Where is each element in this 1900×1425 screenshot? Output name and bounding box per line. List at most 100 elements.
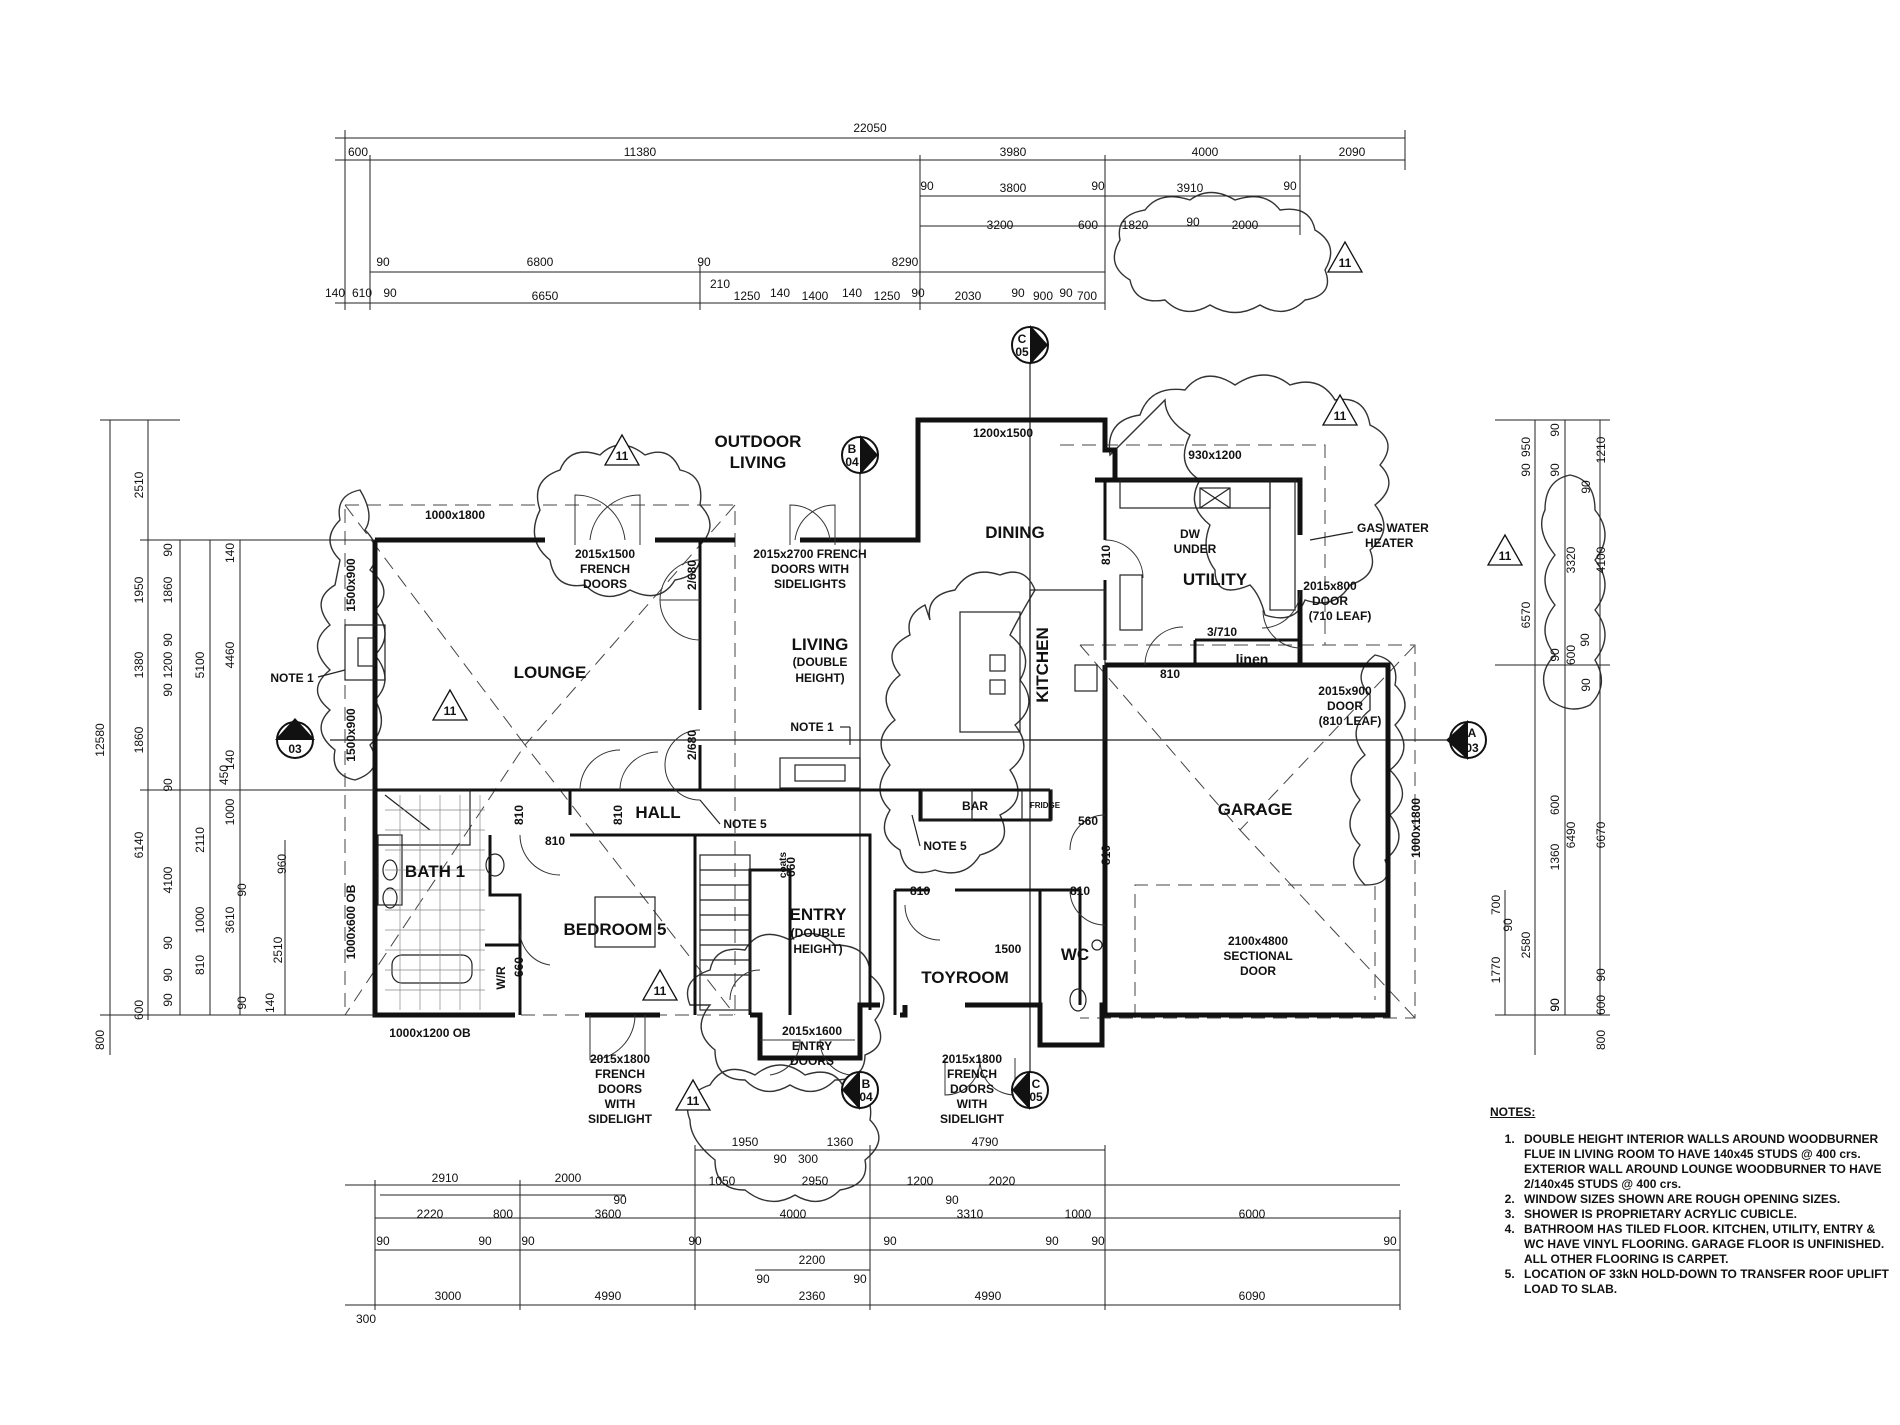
room-bedroom: BEDROOM 5 xyxy=(564,920,667,939)
lbl-bed-french-2: FRENCH xyxy=(595,1067,645,1081)
dim-top-r6-7: 1400 xyxy=(802,289,829,303)
lbl-sectional-3: DOOR xyxy=(1240,964,1276,978)
dim-left-c5-6: 140 xyxy=(263,993,277,1013)
dim-left-c3-7: 90 xyxy=(161,936,175,950)
dim-right-c3-0: 4100 xyxy=(1594,546,1608,573)
lbl-lounge-w1: 1500x900 xyxy=(344,558,358,612)
rev-tag-2: 11 xyxy=(1334,409,1347,423)
dim-top-r3-1: 3800 xyxy=(1000,181,1027,195)
room-lounge: LOUNGE xyxy=(514,663,587,682)
dim-right-c2-7: 90 xyxy=(1579,678,1593,692)
room-linen: linen xyxy=(1236,651,1269,667)
lbl-lounge-french-2: FRENCH xyxy=(580,562,630,576)
lbl-garage-side-3: (810 LEAF) xyxy=(1319,714,1382,728)
dim-bot-r3-4: 3310 xyxy=(957,1207,984,1221)
sec-c-top-ref: 05 xyxy=(1015,345,1029,359)
dim-bot-r3-1: 800 xyxy=(493,1207,513,1221)
dim-right-c2-4: 90 xyxy=(1578,633,1592,647)
notes-list: DOUBLE HEIGHT INTERIOR WALLS AROUND WOOD… xyxy=(1490,1132,1890,1297)
dim-bot-r2b-0: 90 xyxy=(613,1193,627,1207)
lbl-door-2680a: 2/680 xyxy=(685,560,699,590)
note-item: WINDOW SIZES SHOWN ARE ROUGH OPENING SIZ… xyxy=(1518,1192,1890,1207)
door-swings xyxy=(519,494,1301,1096)
dim-top-r6-11: 2030 xyxy=(955,289,982,303)
lbl-d660-2: 660 xyxy=(512,957,526,977)
lbl-bath-ob: 1000x600 OB xyxy=(344,884,358,959)
room-entry-1: ENTRY xyxy=(790,905,848,924)
lbl-living-french-2: DOORS WITH xyxy=(771,562,849,576)
dim-top-r6-13: 900 xyxy=(1033,289,1053,303)
room-toyroom: TOYROOM xyxy=(921,968,1009,987)
dim-top-r2-0: 600 xyxy=(348,145,368,159)
lbl-linen-door: 3/710 xyxy=(1207,625,1237,639)
rev-tag-5: 11 xyxy=(444,704,457,718)
dim-bot-r2-0: 2910 xyxy=(432,1171,459,1185)
dim-left-c3-1: 1860 xyxy=(161,576,175,603)
rev-tag-4: 11 xyxy=(616,449,629,463)
dim-left-c1-1: 800 xyxy=(93,1030,107,1050)
annotation-labels: 1000x1800 2015x1500 FRENCH DOORS 2015x27… xyxy=(270,426,1429,1126)
dim-top-r4-4: 2000 xyxy=(1232,218,1259,232)
dim-top-r4-3: 90 xyxy=(1186,215,1200,229)
lbl-utility-door-2: DOOR xyxy=(1312,594,1348,608)
dim-left-c6-1: 90 xyxy=(235,996,249,1010)
dim-bot-r4-0: 2200 xyxy=(799,1253,826,1267)
dim-right-c2-8: 6490 xyxy=(1564,821,1578,848)
dim-right-c1-0: 950 xyxy=(1519,437,1533,457)
lbl-d810-5: 810 xyxy=(1160,667,1180,681)
dim-left-c2-0: 2510 xyxy=(132,471,146,498)
dim-left-c2-3: 1860 xyxy=(132,726,146,753)
lbl-bed-french-5: SIDELIGHT xyxy=(588,1112,653,1126)
dim-right-c2-0: 90 xyxy=(1548,423,1562,437)
lbl-toy-french-4: WITH xyxy=(957,1097,988,1111)
dim-top-r6-12: 90 xyxy=(1011,286,1025,300)
revision-triangles: 11 11 11 11 11 11 11 xyxy=(431,240,1524,1111)
room-wc: WC xyxy=(1061,945,1089,964)
dim-right-c3-1: 6670 xyxy=(1594,821,1608,848)
sec-c-top-letter: C xyxy=(1018,332,1027,346)
dim-top-r4-1: 600 xyxy=(1078,218,1098,232)
rev-tag-1: 11 xyxy=(1339,256,1352,270)
dim-right-c2-6: 90 xyxy=(1548,648,1562,662)
dim-top-r6-4: 210 xyxy=(710,277,730,291)
dims-top: 22050 600 11380 3980 4000 2090 90 3800 9… xyxy=(325,121,1366,303)
lbl-toy-french-2: FRENCH xyxy=(947,1067,997,1081)
lbl-utility-win: 930x1200 xyxy=(1188,448,1242,462)
dim-bot-r3-6: 6000 xyxy=(1239,1207,1266,1221)
dim-left-c3-8: 1000 xyxy=(193,906,207,933)
room-bath: BATH 1 xyxy=(405,862,465,881)
dim-left-c5-3: 1000 xyxy=(223,798,237,825)
dim-bot-r5b-0: 300 xyxy=(356,1312,376,1326)
dim-bot-r3b-6: 90 xyxy=(1091,1234,1105,1248)
lbl-dw-1: DW xyxy=(1180,527,1201,541)
sec-b-top-letter: B xyxy=(848,442,857,456)
lbl-lounge-win: 1000x1800 xyxy=(425,508,485,522)
dim-right-c2-9: 2580 xyxy=(1519,931,1533,958)
dim-bot-r5-0: 3000 xyxy=(435,1289,462,1303)
dim-bot-r3b-1: 90 xyxy=(478,1234,492,1248)
room-utility: UTILITY xyxy=(1183,570,1248,589)
lbl-toy-french-5: SIDELIGHT xyxy=(940,1112,1005,1126)
dim-bot-r2b-1: 90 xyxy=(945,1193,959,1207)
lbl-toy-french-3: DOORS xyxy=(950,1082,994,1096)
dim-left-c2-2: 1380 xyxy=(132,651,146,678)
lbl-lounge-french-1: 2015x1500 xyxy=(575,547,635,561)
dim-right-c2-2: 90 xyxy=(1579,480,1593,494)
dim-left-c5-4: 90 xyxy=(235,883,249,897)
lbl-living-french-3: SIDELIGHTS xyxy=(774,577,846,591)
dim-bot-r3b-2: 90 xyxy=(521,1234,535,1248)
lbl-sectional-2: SECTIONAL xyxy=(1223,949,1292,963)
dim-top-r6-3: 6650 xyxy=(532,289,559,303)
dim-left-c3-5: 90 xyxy=(161,778,175,792)
dim-left-c3-9: 90 xyxy=(161,968,175,982)
dim-right-c2-5: 600 xyxy=(1564,645,1578,665)
sec-b-top-ref: 04 xyxy=(845,455,859,469)
lbl-d810-4: 810 xyxy=(1099,545,1113,565)
sec-a-right-ref: 03 xyxy=(1465,741,1479,755)
dim-top-r4-2: 1820 xyxy=(1122,218,1149,232)
section-marker-b-bottom: B 04 xyxy=(841,1070,879,1110)
dim-top-r2-4: 2090 xyxy=(1339,145,1366,159)
dim-left-c6-0: 960 xyxy=(275,854,289,874)
sec-a-right-letter: A xyxy=(1468,726,1477,740)
lbl-entry-doors-2: ENTRY xyxy=(792,1039,832,1053)
